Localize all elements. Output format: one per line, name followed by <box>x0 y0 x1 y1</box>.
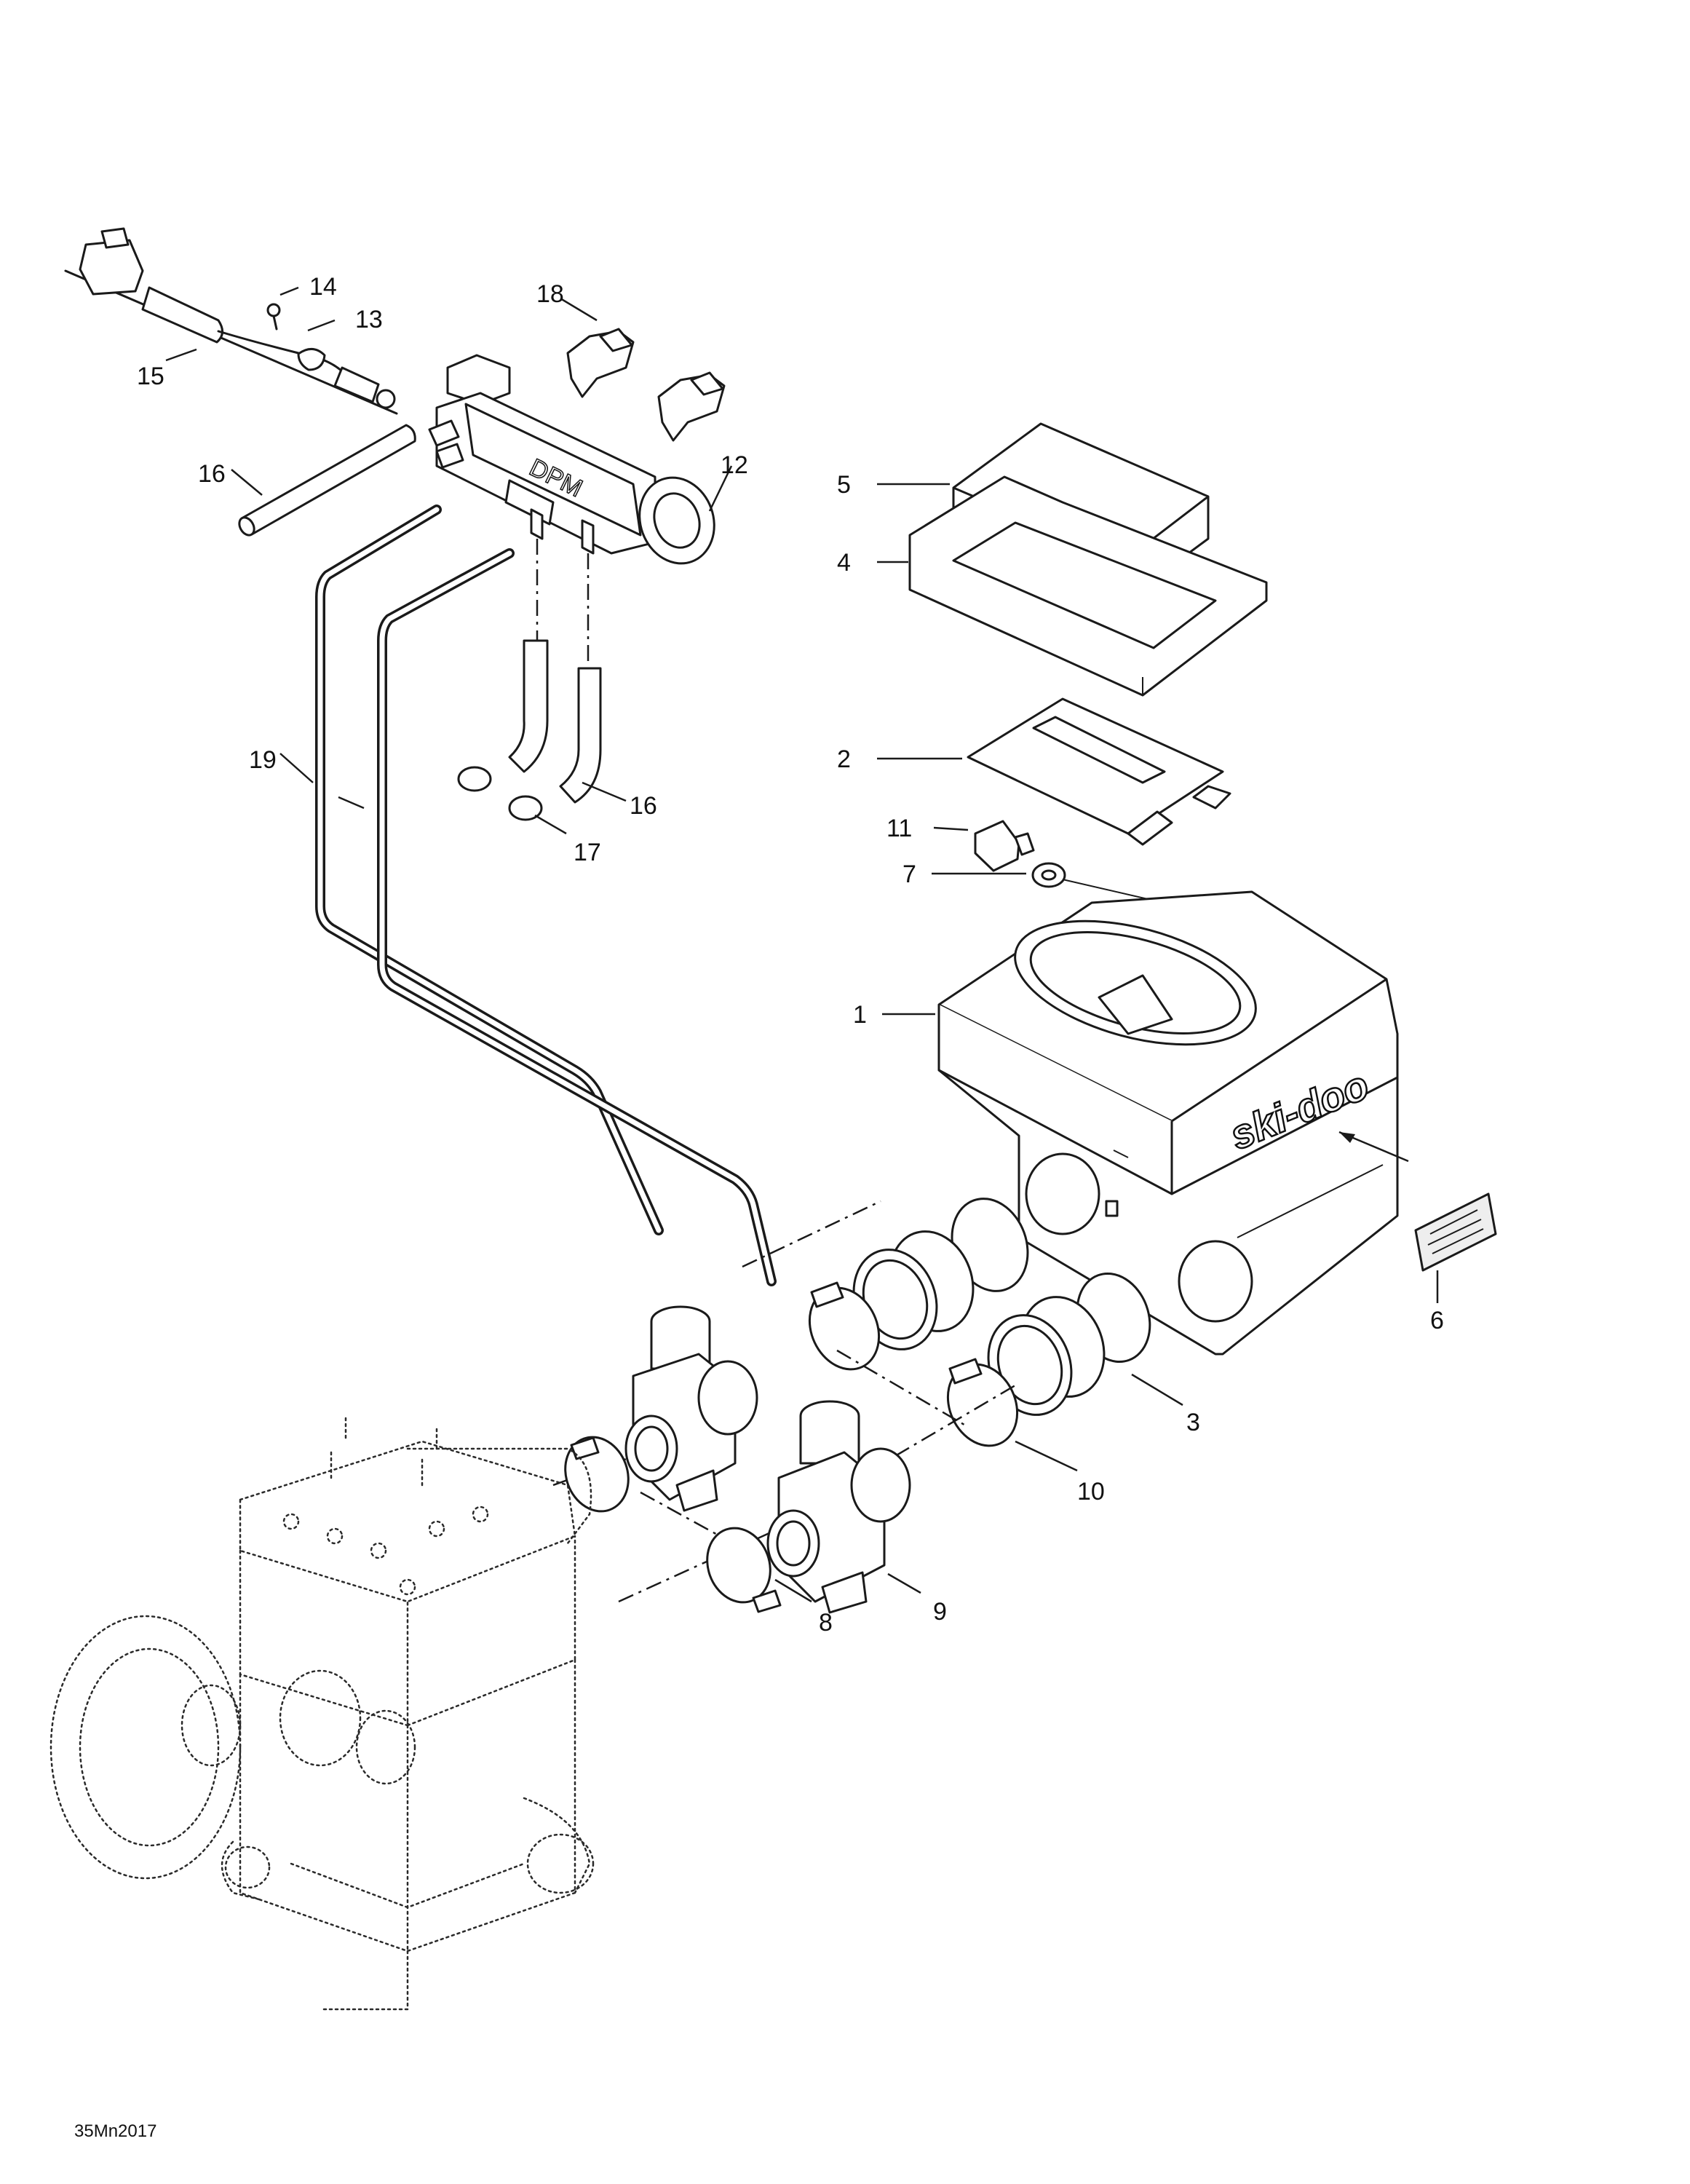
callout-15: 15 <box>137 363 164 390</box>
callout-11: 11 <box>886 815 912 842</box>
figure-code: 35Mn2017 <box>74 2121 156 2141</box>
airbox-part: ski-doo <box>937 890 1399 1356</box>
callout-13: 13 <box>355 306 383 333</box>
callout-4: 4 <box>837 549 851 577</box>
callout-18: 18 <box>536 280 564 308</box>
callout-3: 3 <box>1186 1409 1200 1436</box>
callout-19: 19 <box>249 746 277 774</box>
callout-16-bottom: 16 <box>630 792 657 820</box>
callout-7: 7 <box>902 860 916 888</box>
clamp-pair-part <box>566 328 726 442</box>
callout-14: 14 <box>309 273 337 301</box>
carburetor-right-part <box>766 1400 911 1614</box>
screw-clip-part <box>266 303 326 371</box>
filter-frame-part <box>908 475 1268 697</box>
carb-clamps-part <box>564 1436 782 1613</box>
callout-8: 8 <box>819 1609 833 1637</box>
callouts: 5 4 2 11 7 1 3 6 10 8 9 12 13 14 15 16 1… <box>137 273 1444 1637</box>
sensor-harness-part <box>64 227 398 415</box>
dpm-manifold-part: DPM <box>428 354 715 565</box>
callout-17: 17 <box>574 839 601 866</box>
callout-6: 6 <box>1430 1307 1444 1334</box>
fuel-lines-part <box>315 505 777 1286</box>
fuel-hose-long-part <box>238 424 416 537</box>
adaptor-lower-part <box>987 1272 1151 1416</box>
callout-5: 5 <box>837 471 851 499</box>
engine-ghost <box>49 1415 595 2011</box>
callout-1: 1 <box>853 1001 867 1029</box>
callout-2: 2 <box>837 745 851 773</box>
callout-leaders <box>165 286 1439 1603</box>
decal-part <box>1338 1131 1497 1272</box>
callout-12: 12 <box>721 451 748 479</box>
callout-16-top: 16 <box>198 460 226 488</box>
callout-9: 9 <box>933 1598 947 1626</box>
callout-10: 10 <box>1077 1478 1105 1506</box>
small-hoses-part <box>457 539 602 821</box>
carburetor-left-part <box>624 1305 758 1512</box>
cover-plate-part <box>967 697 1231 846</box>
